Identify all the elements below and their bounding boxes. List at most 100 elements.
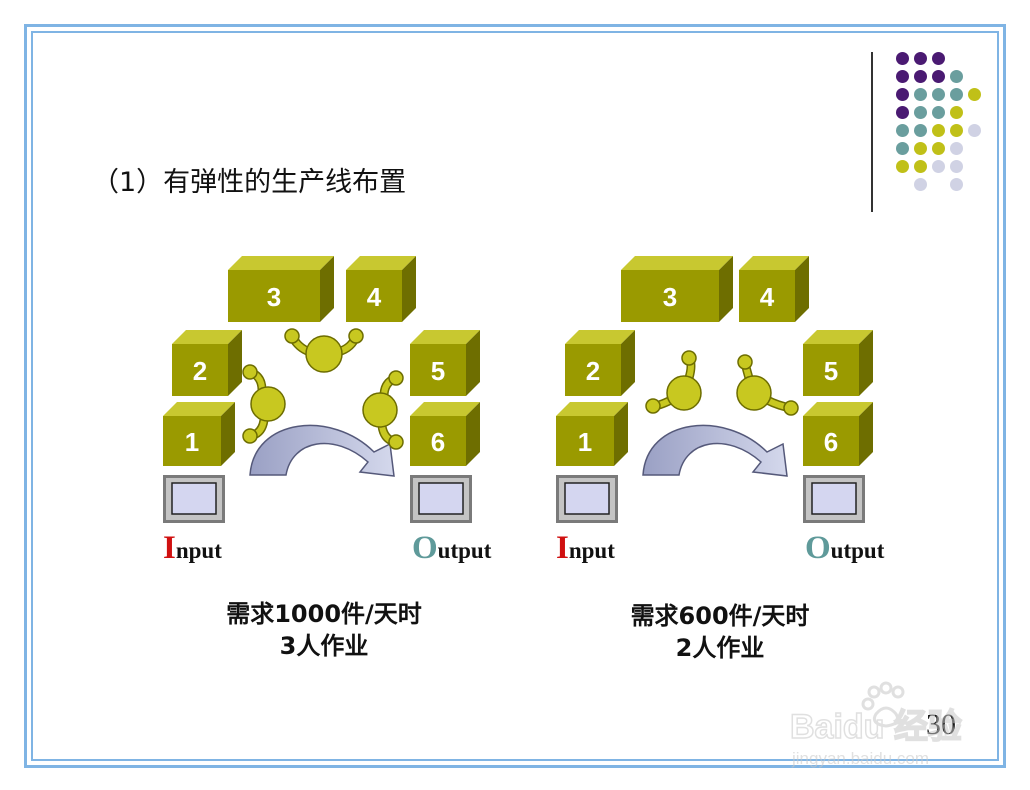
station-6-side [859, 402, 873, 466]
input-terminal-screen [564, 482, 610, 515]
decorative-dot [950, 88, 963, 101]
worker-left-hand [645, 398, 661, 414]
output-label: Output [805, 530, 885, 566]
decorative-dot [896, 70, 909, 83]
worker-top-hand [348, 328, 364, 344]
station-6: 6 [803, 402, 873, 466]
slide-frame-inner [31, 31, 999, 761]
station-5-side [466, 330, 480, 396]
worker-left-body [666, 375, 702, 411]
worker-right [362, 370, 404, 450]
station-1-side [614, 402, 628, 466]
watermark-url: jingyan.baidu.com [791, 749, 929, 768]
station-3-side [320, 256, 334, 322]
station-4-label: 4 [760, 282, 775, 312]
decorative-dot [932, 160, 945, 173]
input-label-initial: I [556, 530, 569, 566]
station-4-side [795, 256, 809, 322]
decorative-dot [932, 124, 945, 137]
station-4: 4 [739, 256, 809, 322]
caption-left-workers: 3人作业 [279, 632, 369, 660]
input-label-rest: nput [569, 538, 615, 563]
input-terminal [163, 475, 225, 523]
decorative-dot [968, 124, 981, 137]
flow-arrow [249, 424, 395, 477]
worker-right-body [736, 375, 772, 411]
station-6-front [410, 416, 466, 466]
worker-left-hand [681, 350, 697, 366]
station-1-front [556, 416, 614, 466]
slide-title: （1）有弹性的生产线布置 [92, 167, 407, 198]
flow-arrow [642, 424, 788, 477]
flow-arrow-shape [249, 424, 395, 477]
station-3-top [621, 256, 733, 270]
station-5-label: 5 [431, 356, 445, 386]
caption-right-workers: 2人作业 [675, 634, 765, 662]
station-6-label: 6 [431, 427, 445, 457]
worker-right-hand [783, 400, 799, 416]
decorative-dot [914, 142, 927, 155]
worker-right-hand [388, 370, 404, 386]
flow-arrow-shape [642, 424, 788, 477]
output-terminal-screen [811, 482, 857, 515]
input-terminal-screen [171, 482, 217, 515]
station-3: 3 [621, 256, 733, 322]
baidu-jingyan-watermark: Baidu 经验 jingyan.baidu.com [790, 681, 963, 768]
station-3: 3 [228, 256, 334, 322]
station-2-side [621, 330, 635, 396]
station-6-top [803, 402, 873, 416]
station-4-side [402, 256, 416, 322]
station-3-label: 3 [267, 282, 281, 312]
decorative-dot [968, 88, 981, 101]
station-6-front [803, 416, 859, 466]
station-2: 2 [565, 330, 635, 396]
worker-left [645, 350, 702, 414]
decorative-dot [914, 160, 927, 173]
decorative-dot [914, 124, 927, 137]
station-1: 1 [556, 402, 628, 466]
station-1-side [221, 402, 235, 466]
station-6-label: 6 [824, 427, 838, 457]
caption-right-demand: 需求600件/天时 [630, 602, 810, 630]
decorative-dot [914, 52, 927, 65]
decorative-dot [950, 70, 963, 83]
output-terminal [410, 475, 472, 523]
decorative-dot [914, 178, 927, 191]
station-6-side [466, 402, 480, 466]
output-label-initial: O [805, 530, 831, 566]
caption-right: 需求600件/天时 2人作业 [570, 600, 870, 664]
output-label-rest: utput [831, 538, 885, 563]
output-label: Output [412, 530, 492, 566]
decorative-dot [950, 160, 963, 173]
decorative-dot [932, 106, 945, 119]
station-1: 1 [163, 402, 235, 466]
station-3-front [621, 270, 719, 322]
decorative-dot [950, 178, 963, 191]
station-2-label: 2 [193, 356, 207, 386]
decorative-dot [932, 52, 945, 65]
output-terminal-screen [418, 482, 464, 515]
station-3-side [719, 256, 733, 322]
station-4-top [346, 256, 416, 270]
worker-left [242, 364, 286, 444]
decorative-dot [950, 142, 963, 155]
station-1-label: 1 [185, 427, 199, 457]
worker-top [284, 328, 364, 373]
output-terminal [803, 475, 865, 523]
slide-frame-outer [24, 24, 1006, 768]
worker-top-hand [284, 328, 300, 344]
decorative-dot [896, 142, 909, 155]
station-5: 5 [410, 330, 480, 396]
decorative-dot [914, 106, 927, 119]
page-number: 30 [926, 708, 956, 741]
decorative-dot [932, 88, 945, 101]
worker-right-hand [737, 354, 753, 370]
decorative-dot [914, 88, 927, 101]
output-label-rest: utput [438, 538, 492, 563]
station-2-front [565, 344, 621, 396]
station-2-top [172, 330, 242, 344]
station-4-front [346, 270, 402, 322]
output-label-initial: O [412, 530, 438, 566]
